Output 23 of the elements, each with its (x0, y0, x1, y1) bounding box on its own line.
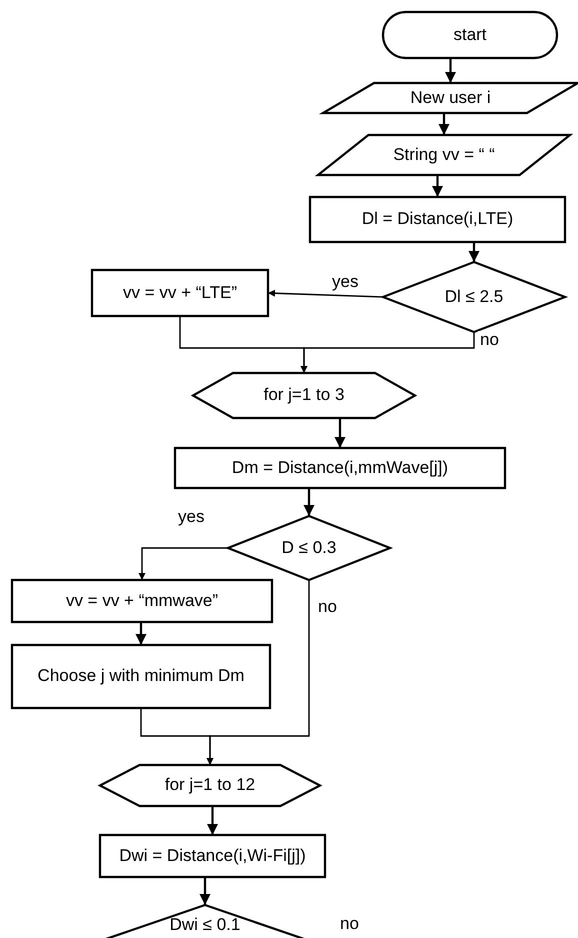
decision-diamond: D ≤ 0.3 (228, 516, 390, 580)
process-box: Dm = Distance(i,mmWave[j]) (175, 448, 505, 488)
process-box: vv = vv + “mmwave” (12, 580, 272, 622)
process-box: Choose j with minimum Dm (12, 645, 270, 708)
process-box: Dl = Distance(i,LTE) (310, 197, 565, 242)
arrow (432, 175, 443, 197)
arrow (200, 877, 210, 905)
arrow (300, 332, 475, 373)
arrow (445, 58, 456, 83)
arrow (138, 547, 228, 580)
arrow (468, 242, 480, 262)
terminal-shape: start (383, 12, 557, 58)
arrow (438, 113, 450, 135)
arrow (206, 580, 310, 765)
process-box: Dwi = Distance(i,Wi-Fi[j]) (100, 835, 325, 877)
arrow (136, 622, 146, 645)
loop-hexagon: for j=1 to 12 (100, 765, 320, 806)
process-box: vv = vv + “LTE” (92, 270, 268, 316)
loop-hexagon: for j=1 to 3 (193, 373, 415, 418)
arrow (207, 806, 218, 835)
arrow (334, 418, 346, 448)
arrow (268, 290, 384, 298)
arrow (304, 488, 314, 516)
